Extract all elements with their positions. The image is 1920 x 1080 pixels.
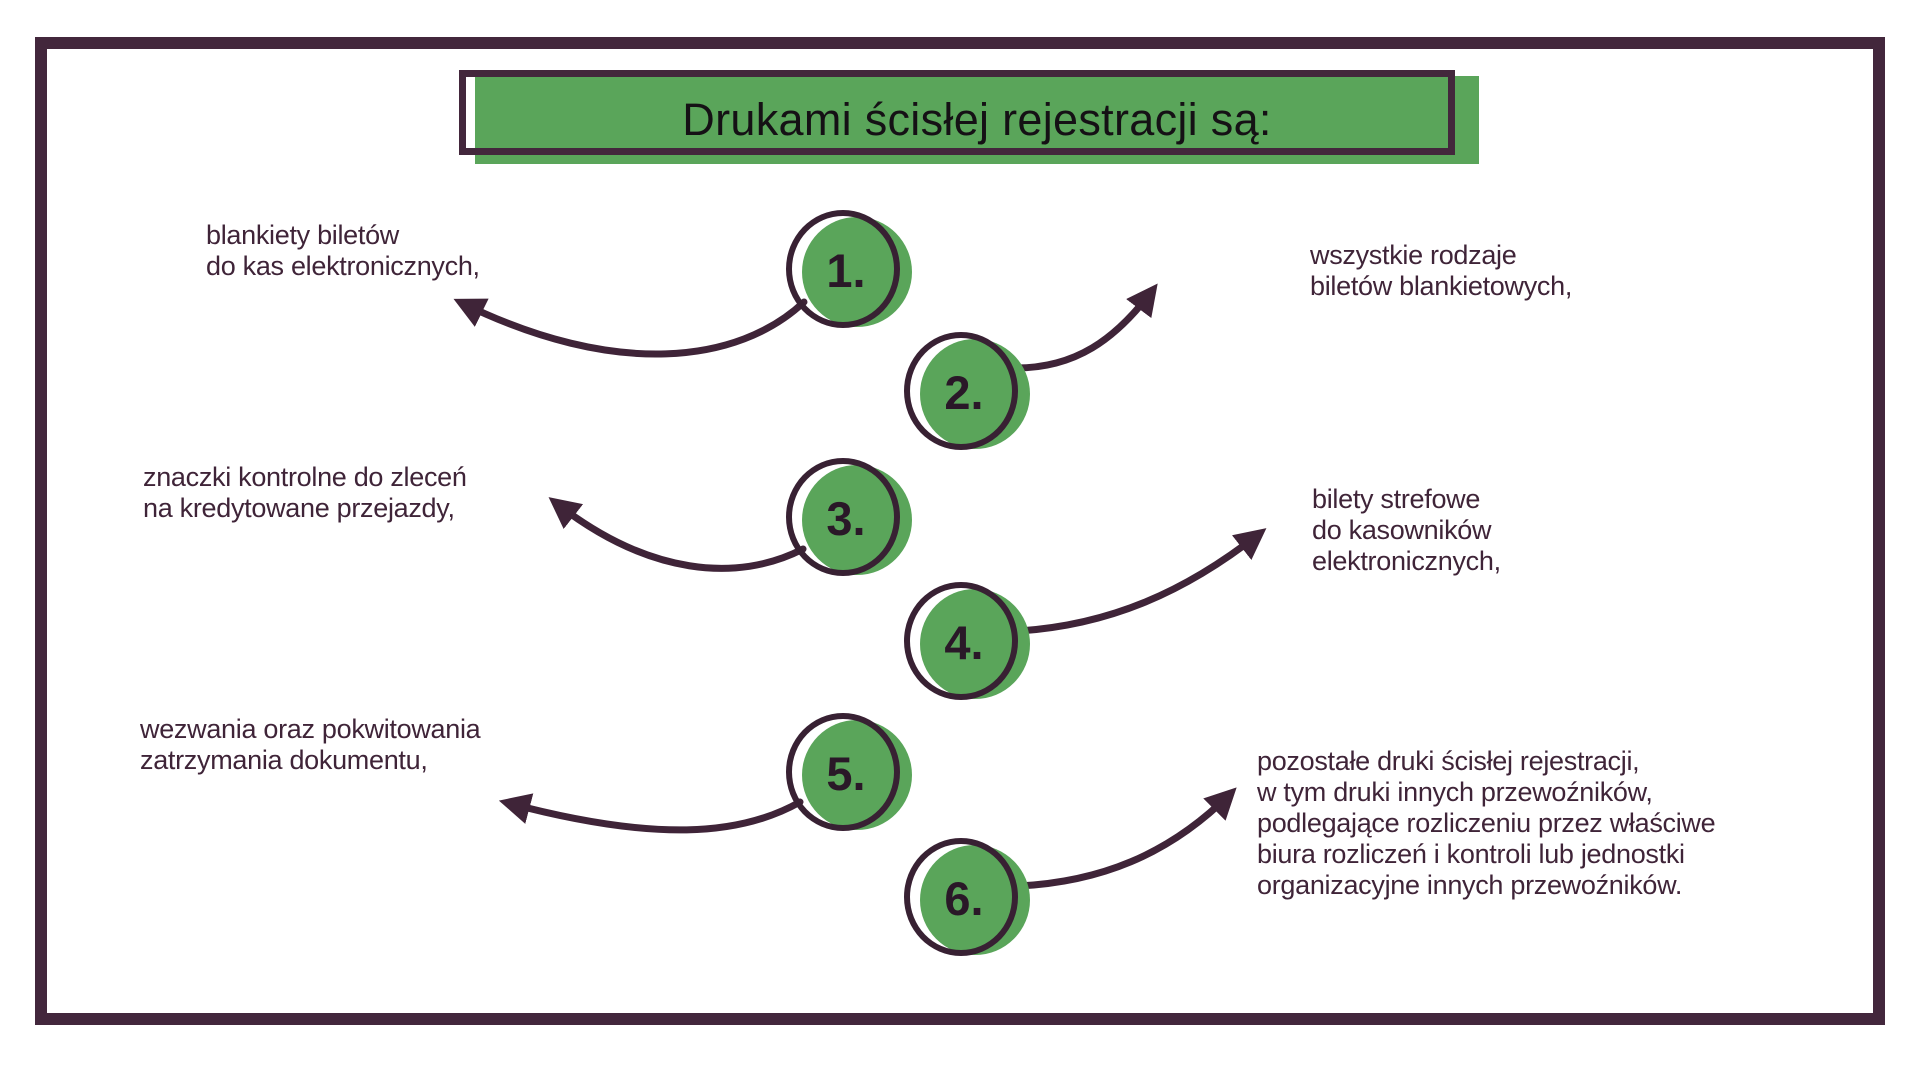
item-5-circle-outline	[786, 713, 900, 831]
item-4-circle-outline	[904, 582, 1018, 700]
item-3-circle: 3.	[786, 458, 912, 576]
item-6-number: 6.	[944, 871, 984, 925]
item-6-label: pozostałe druki ścisłej rejestracji, w t…	[1257, 746, 1716, 900]
title-banner-outline	[459, 70, 1455, 155]
item-2-number: 2.	[944, 365, 984, 419]
item-2-circle-outline	[904, 332, 1018, 450]
item-4-circle: 4.	[904, 582, 1030, 700]
item-1-number: 1.	[826, 243, 866, 297]
item-1-label: blankiety biletów do kas elektronicznych…	[206, 220, 480, 281]
item-3-number: 3.	[826, 491, 866, 545]
item-2-label: wszystkie rodzaje biletów blankietowych,	[1310, 240, 1573, 301]
page-title: Drukami ścisłej rejestracji są:	[682, 94, 1272, 145]
item-3-circle-outline	[786, 458, 900, 576]
item-1-circle: 1.	[786, 210, 912, 328]
item-1-circle-outline	[786, 210, 900, 328]
item-5-circle: 5.	[786, 713, 912, 831]
item-4-label: bilety strefowe do kasowników elektronic…	[1312, 484, 1501, 576]
page-border	[35, 37, 1885, 1025]
item-3-label: znaczki kontrolne do zleceń na kredytowa…	[143, 462, 467, 523]
item-2-circle: 2.	[904, 332, 1030, 450]
item-4-number: 4.	[944, 615, 984, 669]
item-5-label: wezwania oraz pokwitowania zatrzymania d…	[140, 714, 481, 775]
title-banner: Drukami ścisłej rejestracji są:	[459, 70, 1479, 164]
item-5-number: 5.	[826, 746, 866, 800]
item-6-circle-outline	[904, 838, 1018, 956]
item-6-circle: 6.	[904, 838, 1030, 956]
